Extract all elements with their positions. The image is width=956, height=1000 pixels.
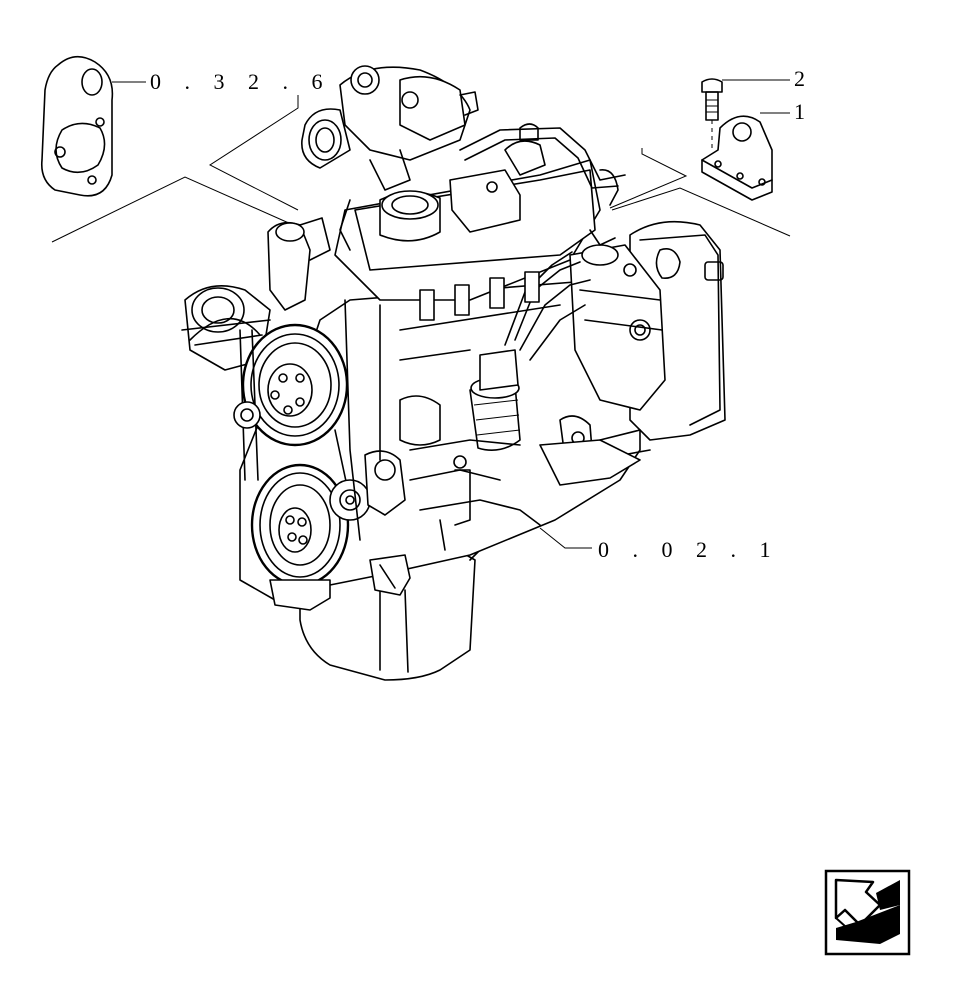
engine-leader xyxy=(539,527,592,549)
gasket-guide-line-2 xyxy=(51,176,301,243)
injectors xyxy=(419,271,540,321)
crankshaft-pulley xyxy=(250,463,350,587)
gasket-ref-label[interactable]: 0 . 3 2 . 6 xyxy=(150,69,332,94)
bracket-guide-line-2 xyxy=(611,187,791,237)
engine-assembly[interactable] xyxy=(181,65,726,681)
gasket-guide-line xyxy=(209,95,299,211)
bolt-item-label[interactable]: 2 xyxy=(794,66,814,91)
fuel-filter xyxy=(469,349,521,451)
engine-ref-label[interactable]: 0 . 0 2 . 1 xyxy=(598,537,780,562)
bracket-guide-line xyxy=(609,148,688,209)
gasket-part[interactable] xyxy=(40,55,114,197)
bracket-part[interactable] xyxy=(701,115,773,201)
bracket-item-label[interactable]: 1 xyxy=(794,99,814,124)
next-page-arrow-icon[interactable] xyxy=(824,869,911,956)
fan-pulley xyxy=(241,323,349,447)
bolt-part[interactable] xyxy=(701,78,723,150)
